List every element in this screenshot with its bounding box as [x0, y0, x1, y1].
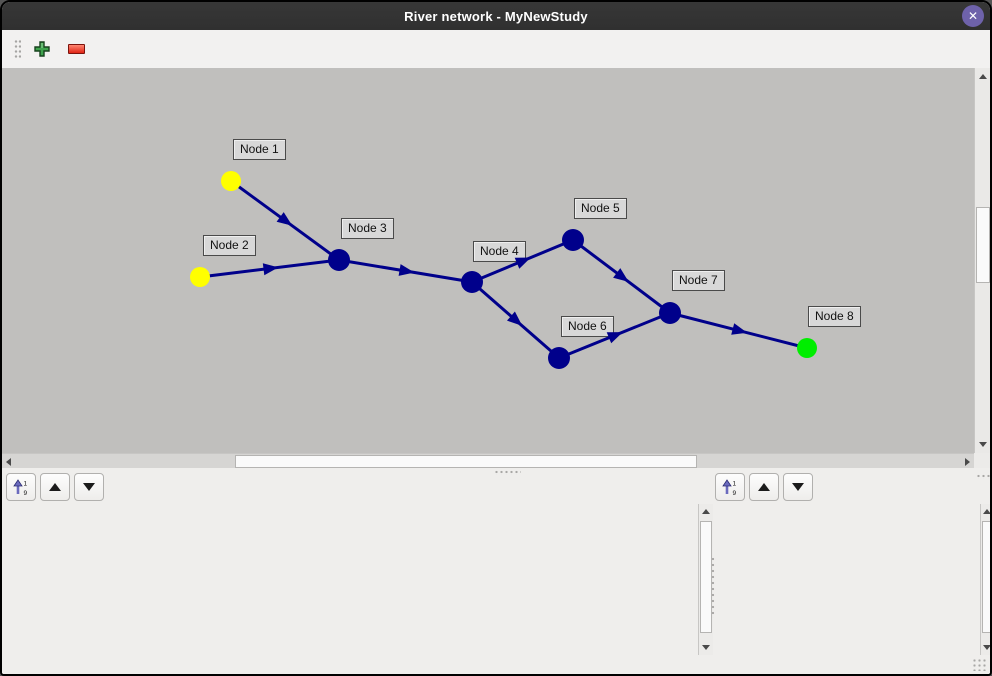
node-label: Node 8	[808, 306, 861, 327]
scroll-down-icon[interactable]	[979, 442, 987, 447]
network-node[interactable]	[797, 338, 817, 358]
node-label: Node 5	[574, 198, 627, 219]
minus-icon	[67, 44, 85, 54]
nodes-move-up-button[interactable]	[749, 473, 779, 501]
scroll-down-icon[interactable]	[983, 645, 990, 650]
flow-direction-arrow-icon	[613, 268, 629, 282]
nodes-table-scrollbar[interactable]	[980, 504, 990, 655]
network-node[interactable]	[548, 347, 570, 369]
canvas-hscroll-thumb[interactable]	[235, 455, 697, 468]
bottom-panel: 1 9 1 9 NameNode1Node2Node 1 ->	[2, 468, 990, 674]
network-node[interactable]	[221, 171, 241, 191]
nodes-scroll-thumb[interactable]	[982, 521, 990, 633]
canvas-horizontal-scrollbar[interactable]	[2, 453, 974, 469]
scroll-up-icon[interactable]	[702, 509, 710, 514]
remove-node-button[interactable]	[63, 36, 89, 62]
main-toolbar	[2, 30, 990, 69]
network-canvas[interactable]: Node 1 Node 2 Node 3 Node 4 Node 5 Node 6 Node…	[2, 68, 974, 453]
flow-direction-arrow-icon	[514, 257, 531, 269]
branches-move-up-button[interactable]	[40, 473, 70, 501]
branches-move-down-button[interactable]	[74, 473, 104, 501]
down-triangle-icon	[83, 483, 95, 491]
scrollbar-corner	[974, 453, 990, 468]
scroll-down-icon[interactable]	[702, 645, 710, 650]
down-triangle-icon	[792, 483, 804, 491]
up-triangle-icon	[758, 483, 770, 491]
flow-direction-arrow-icon	[731, 323, 748, 335]
flow-direction-arrow-icon	[606, 332, 623, 344]
flow-direction-arrow-icon	[507, 311, 523, 326]
nodes-sort-button[interactable]: 1 9	[715, 473, 745, 501]
network-graph	[190, 171, 817, 369]
splitter-horizontal-grip[interactable]	[494, 470, 521, 475]
network-node[interactable]	[659, 302, 681, 324]
scroll-up-icon[interactable]	[979, 74, 987, 79]
branches-sort-button[interactable]: 1 9	[6, 473, 36, 501]
network-node[interactable]	[562, 229, 584, 251]
canvas-vscroll-thumb[interactable]	[976, 207, 990, 283]
sort-ascending-icon: 1 9	[722, 478, 737, 496]
sort-ascending-icon: 1 9	[13, 478, 28, 496]
flow-direction-arrow-icon	[276, 212, 293, 226]
svg-text:9: 9	[733, 490, 737, 496]
titlebar: River network - MyNewStudy ✕	[2, 2, 990, 30]
splitter-vertical-grip[interactable]	[711, 556, 716, 618]
flow-direction-arrow-icon	[398, 264, 415, 276]
node-label: Node 1	[233, 139, 286, 160]
close-button[interactable]: ✕	[962, 5, 984, 27]
flow-direction-arrow-icon	[262, 263, 279, 276]
svg-text:9: 9	[24, 490, 28, 496]
node-label: Node 6	[561, 316, 614, 337]
network-node[interactable]	[328, 249, 350, 271]
node-label: Node 4	[473, 241, 526, 262]
node-label: Node 2	[203, 235, 256, 256]
network-node[interactable]	[461, 271, 483, 293]
window-resize-grip[interactable]	[972, 658, 986, 671]
canvas-vertical-scrollbar[interactable]	[974, 68, 990, 453]
toolbar-grip[interactable]	[14, 38, 21, 60]
branches-table-scrollbar[interactable]	[698, 504, 713, 655]
node-label: Node 7	[672, 270, 725, 291]
scroll-up-icon[interactable]	[983, 509, 990, 514]
network-node[interactable]	[190, 267, 210, 287]
nodes-move-down-button[interactable]	[783, 473, 813, 501]
up-triangle-icon	[49, 483, 61, 491]
scroll-left-icon[interactable]	[6, 458, 11, 466]
svg-text:1: 1	[24, 480, 28, 487]
right-panel-grip[interactable]	[976, 474, 990, 479]
close-icon: ✕	[967, 9, 979, 23]
node-label: Node 3	[341, 218, 394, 239]
scroll-right-icon[interactable]	[965, 458, 970, 466]
plus-icon	[34, 41, 50, 57]
svg-text:1: 1	[733, 480, 737, 487]
add-node-button[interactable]	[29, 36, 55, 62]
window-title: River network - MyNewStudy	[404, 8, 588, 24]
